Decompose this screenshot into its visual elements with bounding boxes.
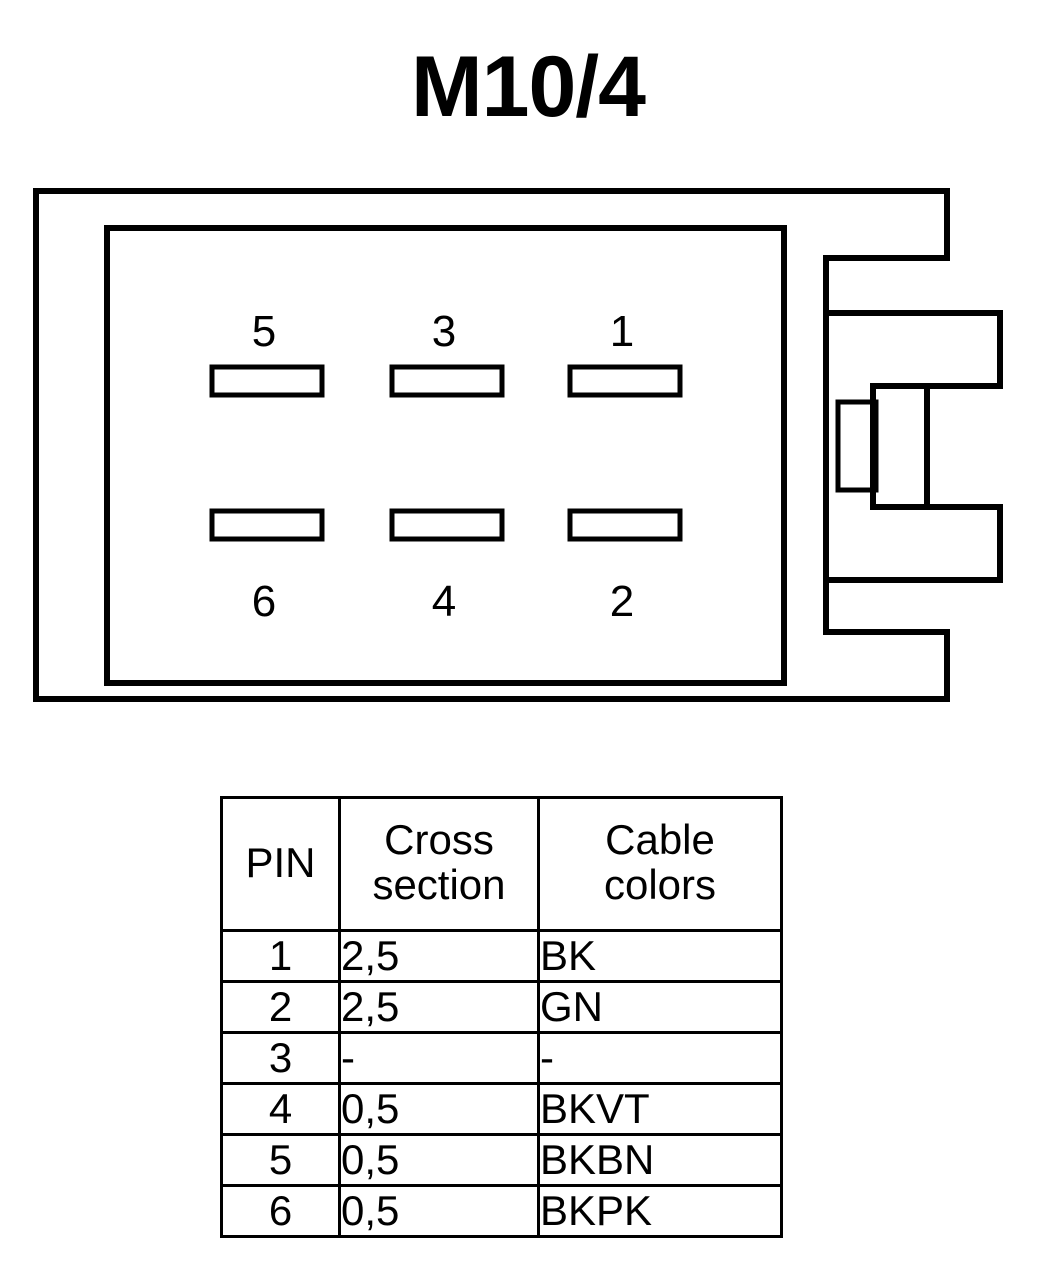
table-header-row: PIN Cross section Cable colors [220,796,783,932]
header-cross-line2: section [372,861,506,908]
cell-cable-color: GN [537,980,783,1034]
connector-latch-slot [835,399,879,493]
connector-inner-housing [104,225,787,686]
table-body: 1 2,5 BK 2 2,5 GN 3 - - 4 0,5 BKVT 5 0,5… [220,929,783,1238]
table-row: 6 0,5 BKPK [220,1184,783,1238]
cell-cable-color: BKBN [537,1133,783,1187]
cell-cross-section: 0,5 [338,1184,540,1238]
pin-slot-3 [389,364,505,398]
cell-pin: 3 [220,1031,341,1085]
cell-cross-section: 2,5 [338,929,540,983]
cell-cable-color: BKVT [537,1082,783,1136]
pin-slot-5 [209,364,325,398]
connector-svg: 5 3 1 6 4 2 [33,188,1003,702]
header-cable-line1: Cable [605,816,715,864]
cell-pin: 6 [220,1184,341,1238]
page-title: M10/4 [410,39,646,135]
pin-label-2: 2 [610,577,634,626]
cell-pin: 5 [220,1133,341,1187]
connector-diagram: 5 3 1 6 4 2 [0,170,1056,750]
pin-slot-4 [389,508,505,542]
table-row: 2 2,5 GN [220,980,783,1034]
pin-label-4: 4 [432,577,456,626]
connector-latch-tongue [870,383,930,510]
cell-cable-color: BKPK [537,1184,783,1238]
cell-pin: 4 [220,1082,341,1136]
cell-pin: 1 [220,929,341,983]
header-cable-colors: Cable colors [537,796,783,932]
header-cross-line1: Cross [384,816,494,864]
pin-slot-1 [567,364,683,398]
cell-cable-color: - [537,1031,783,1085]
pin-label-6: 6 [252,577,276,626]
pin-assignment-table: PIN Cross section Cable colors 1 2,5 BK … [220,796,783,1238]
connector-latch-bracket [829,310,1003,583]
cell-cross-section: 0,5 [338,1082,540,1136]
pin-slot-2 [567,508,683,542]
header-cable-line2: colors [603,861,717,908]
header-pin-label: PIN [245,838,316,886]
cell-cross-section: 0,5 [338,1133,540,1187]
table-row: 1 2,5 BK [220,929,783,983]
pin-label-1: 1 [610,307,634,356]
cell-cable-color: BK [537,929,783,983]
table-row: 3 - - [220,1031,783,1085]
header-pin: PIN [220,796,341,932]
cell-cross-section: - [338,1031,540,1085]
header-cross-section: Cross section [338,796,540,932]
pin-label-5: 5 [252,307,276,356]
connector-outer-housing [33,188,950,702]
pin-slot-6 [209,508,325,542]
pin-label-3: 3 [432,307,456,356]
table-row: 5 0,5 BKBN [220,1133,783,1187]
cell-pin: 2 [220,980,341,1034]
cell-cross-section: 2,5 [338,980,540,1034]
table-row: 4 0,5 BKVT [220,1082,783,1136]
